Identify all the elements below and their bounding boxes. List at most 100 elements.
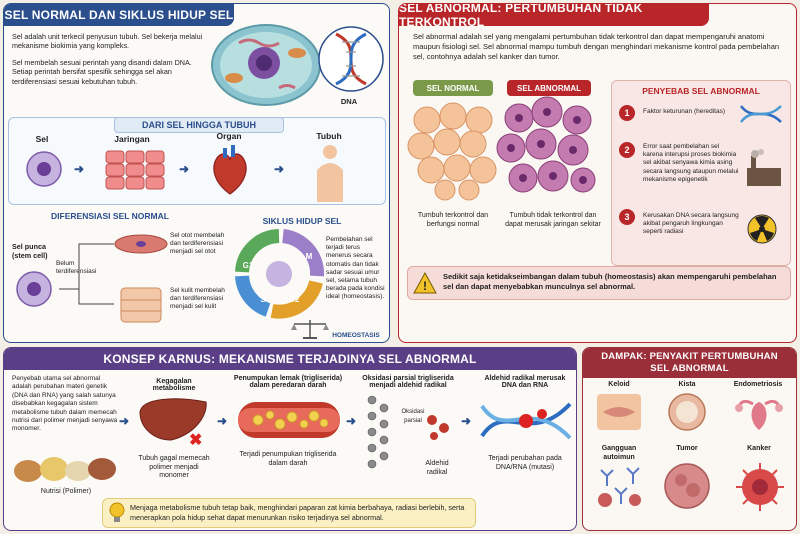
- human-body-icon: [317, 145, 343, 202]
- diff-title: DIFERENSIASI SEL NORMAL: [51, 211, 169, 221]
- cause-num-1: 1: [619, 105, 635, 121]
- normal-cells-icon: [407, 102, 497, 201]
- muscle-cell-icon: [114, 234, 168, 254]
- dna-icon: [318, 26, 384, 92]
- step-dna-damage-title: Aldehid radikal merusak DNA dan RNA: [484, 375, 566, 389]
- abnormal-intro: Sel abnormal adalah sel yang mengalami p…: [413, 32, 780, 61]
- step-metabolism-title: Kegagalan metabolisme: [152, 378, 196, 392]
- arrow-flow-2: ➜: [217, 414, 228, 428]
- triglyceride-molecule-icon: [367, 395, 389, 469]
- body-flow-title: DARI SEL HINGGA TUBUH: [114, 117, 284, 133]
- uterus-icon: [735, 399, 783, 430]
- panel-abnormal-cell: SEL ABNORMAL: PERTUMBUHAN TIDAK TERKONTR…: [398, 3, 797, 343]
- arrow-3: ➜: [274, 162, 285, 176]
- phase-s: S: [260, 295, 266, 304]
- cancer-cell-icon: [736, 463, 784, 511]
- skin-desc: Sel kulit membelah dan terdiferensiasi m…: [170, 287, 225, 311]
- phase-m: M: [305, 252, 313, 261]
- disease-kista: Kista: [678, 381, 696, 388]
- dna-label: DNA: [340, 97, 358, 106]
- panel-header-karnus: KONSEP KARNUS: MEKANISME TERJADINYA SEL …: [4, 348, 576, 370]
- cause-text-2: Error saat pembelahan sel karena interup…: [643, 143, 739, 183]
- keloid-icon: [597, 394, 641, 430]
- cause-text-1: Faktor keturunan (hereditas): [643, 108, 726, 115]
- tip-text: Menjaga metabolisme tubuh tetap baik, me…: [130, 503, 465, 522]
- step-organ: Organ: [216, 131, 242, 141]
- arrow-flow-1: ➜: [119, 414, 130, 428]
- step-dna-damage-desc: Terjadi perubahan pada DNA/RNA (mutasi): [488, 455, 562, 471]
- cause-num-3: 3: [619, 209, 635, 225]
- panel-impact: DAMPAK: PENYAKIT PERTUMBUHAN SEL ABNORMA…: [582, 347, 797, 531]
- step-tubuh: Tubuh: [316, 131, 342, 141]
- tumor-icon: [664, 463, 710, 509]
- cell-illustration: [211, 24, 321, 106]
- panel-title-abnormal: SEL ABNORMAL: PERTUMBUHAN TIDAK TERKONTR…: [399, 3, 643, 29]
- step-oxidation-title: Oksidasi parsial trigliserida menjadi al…: [362, 375, 454, 389]
- warning-icon: !: [413, 271, 437, 294]
- disease-cancer: Kanker: [747, 445, 771, 452]
- arrow-flow-4: ➜: [461, 414, 472, 428]
- step-sel: Sel: [35, 134, 49, 144]
- liver-icon: [139, 398, 207, 441]
- causes-title: PENYEBAB SEL ABNORMAL: [642, 86, 760, 96]
- step-fat-desc: Terjadi penumpukan trigliserida dalam da…: [239, 451, 337, 467]
- tip-box: [102, 498, 476, 528]
- cause-num-2: 2: [619, 142, 635, 158]
- diff-branch-lines: [59, 243, 114, 305]
- cause-text-3: Kerusakan DNA secara langsung akibat pen…: [643, 212, 739, 236]
- cycle-desc: Pembelahan sel terjadi terus menerus sec…: [326, 236, 385, 301]
- abnormal-tag: SEL ABNORMAL: [507, 80, 591, 96]
- abnormal-desc: Tumbuh tidak terkontrol dan dapat merusa…: [505, 212, 601, 228]
- panel-title: SEL NORMAL DAN SIKLUS HIDUP SEL: [4, 8, 234, 22]
- homeostasis-label: HOMEOSTASIS: [332, 332, 380, 339]
- karnus-intro: Penyebab utama sel abnormal adalah perub…: [12, 375, 118, 433]
- panel-header: SEL NORMAL DAN SIKLUS HIDUP SEL: [4, 4, 234, 26]
- autoimmune-icon: [598, 467, 641, 507]
- disease-tumor: Tumor: [676, 445, 698, 452]
- normal-tag: SEL NORMAL: [413, 80, 493, 96]
- muscle-desc: Sel otot membelah dan terdiferensiasi me…: [170, 232, 225, 256]
- panel-header-abnormal: SEL ABNORMAL: PERTUMBUHAN TIDAK TERKONTR…: [399, 3, 709, 29]
- stem-cell-icon: [16, 271, 52, 307]
- panel-karnus: KONSEP KARNUS: MEKANISME TERJADINYA SEL …: [3, 347, 577, 531]
- aldehyde-radical-icon: [427, 415, 449, 440]
- abnormal-cells-icon: [496, 96, 596, 193]
- warning-text: Sedikit saja ketidakseimbangan dalam tub…: [443, 272, 777, 291]
- tissue-icon: [105, 150, 165, 190]
- intro-text-2: Sel membelah sesuai perintah yang disand…: [12, 58, 192, 86]
- undiff-label: Belum terdiferensiasi: [56, 260, 97, 275]
- partial-ox-label: Oksidasi parsial: [401, 409, 425, 424]
- balance-scale-icon: [291, 320, 329, 339]
- arrow-flow-3: ➜: [346, 414, 357, 428]
- cycle-title: SIKLUS HIDUP SEL: [262, 216, 342, 226]
- skin-cell-icon: [120, 287, 162, 323]
- normal-desc: Tumbuh terkontrol dan berfungsi normal: [417, 212, 489, 228]
- panel-title-impact: DAMPAK: PENYAKIT PERTUMBUHAN SEL ABNORMA…: [601, 351, 778, 374]
- disease-endometriosis: Endometriosis: [733, 381, 783, 388]
- radiation-icon: [747, 214, 777, 244]
- disease-autoimmune: Gangguan autoimun: [601, 445, 637, 461]
- step-oxidation-desc: Aldehid radikal: [425, 460, 449, 476]
- panel-header-impact: DAMPAK: PENYAKIT PERTUMBUHAN SEL ABNORMA…: [583, 348, 796, 378]
- phase-g1: G1: [242, 261, 254, 270]
- phase-g2: G2: [288, 295, 300, 304]
- arrow-1: ➜: [74, 162, 85, 176]
- body-flow-title-text: DARI SEL HINGGA TUBUH: [141, 120, 256, 130]
- step-metabolism-desc: Tubuh gagal memecah polimer menjadi mono…: [138, 455, 210, 480]
- cyst-icon: [668, 393, 706, 431]
- factory-icon: [747, 149, 781, 186]
- cell-sel-icon: [26, 151, 62, 187]
- cell-cycle-diagram: [235, 229, 325, 319]
- fail-x-icon: ✖: [189, 432, 203, 449]
- panel-normal-cell: SEL NORMAL DAN SIKLUS HIDUP SEL Sel adal…: [3, 3, 390, 343]
- stem-cell-label: Sel punca (stem cell): [12, 242, 48, 261]
- nutrition-food-icon: [14, 457, 116, 482]
- intro-text-1: Sel adalah unit terkecil penyusun tubuh.…: [12, 32, 203, 51]
- disease-keloid: Keloid: [608, 381, 630, 388]
- lightbulb-icon: [109, 502, 125, 522]
- warning-box: [407, 266, 791, 300]
- dna-damage-icon: [480, 402, 572, 440]
- nutrition-label: Nutrisi (Polimer): [40, 488, 92, 495]
- step-fat-title: Penumpukan lemak (trigliserida) dalam pe…: [233, 375, 343, 389]
- dna-cause-icon: [740, 105, 782, 123]
